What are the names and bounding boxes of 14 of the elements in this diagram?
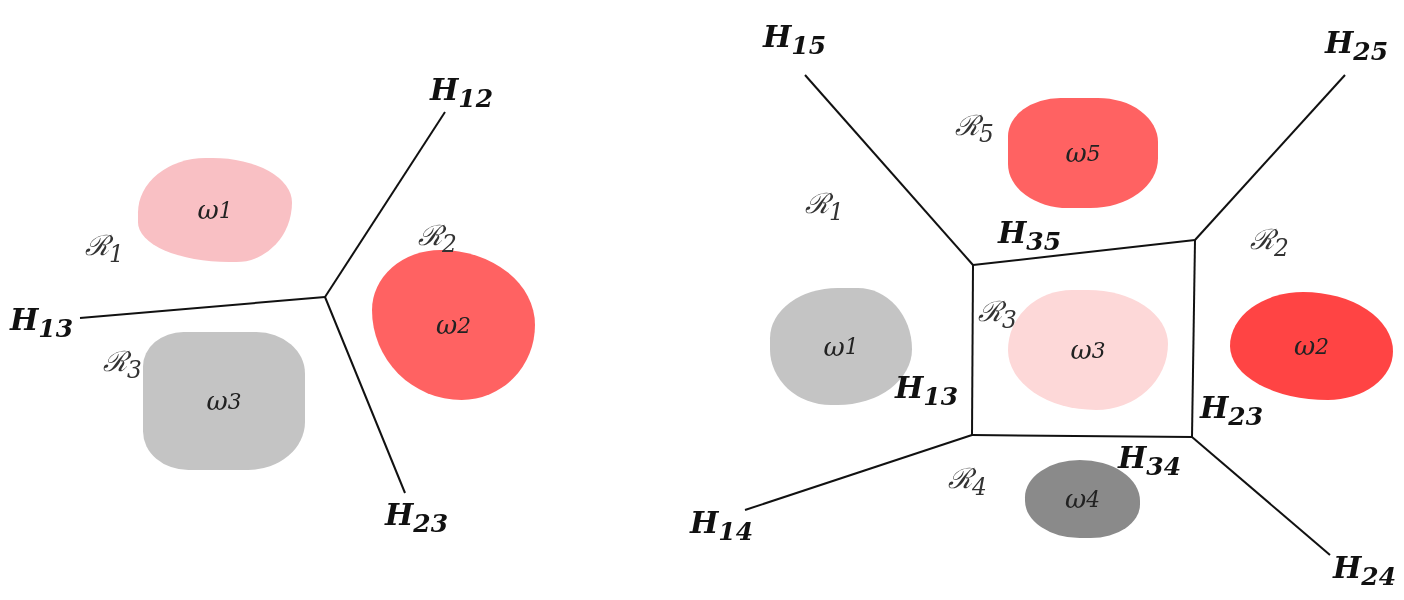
region-label: ℛ$_{1}$ (805, 190, 844, 224)
boundary-label: H$_{15}$ (763, 22, 827, 58)
boundary-label: H$_{35}$ (998, 218, 1062, 254)
boundary-label: H$_{23}$ (385, 500, 449, 536)
boundary-label: H$_{14}$ (690, 508, 754, 544)
boundary-label: H$_{24}$ (1333, 553, 1397, 589)
region-label: ℛ$_{1}$ (85, 232, 124, 266)
region-label: ℛ$_{5}$ (955, 112, 994, 146)
region-label: ℛ$_{3}$ (103, 348, 142, 382)
region-label: ℛ$_{2}$ (1250, 226, 1289, 260)
region-label: ℛ$_{4}$ (948, 465, 987, 499)
boundary-label: H$_{12}$ (430, 75, 494, 111)
boundary-label: H$_{13}$ (10, 305, 74, 341)
boundary-label: H$_{25}$ (1325, 28, 1389, 64)
